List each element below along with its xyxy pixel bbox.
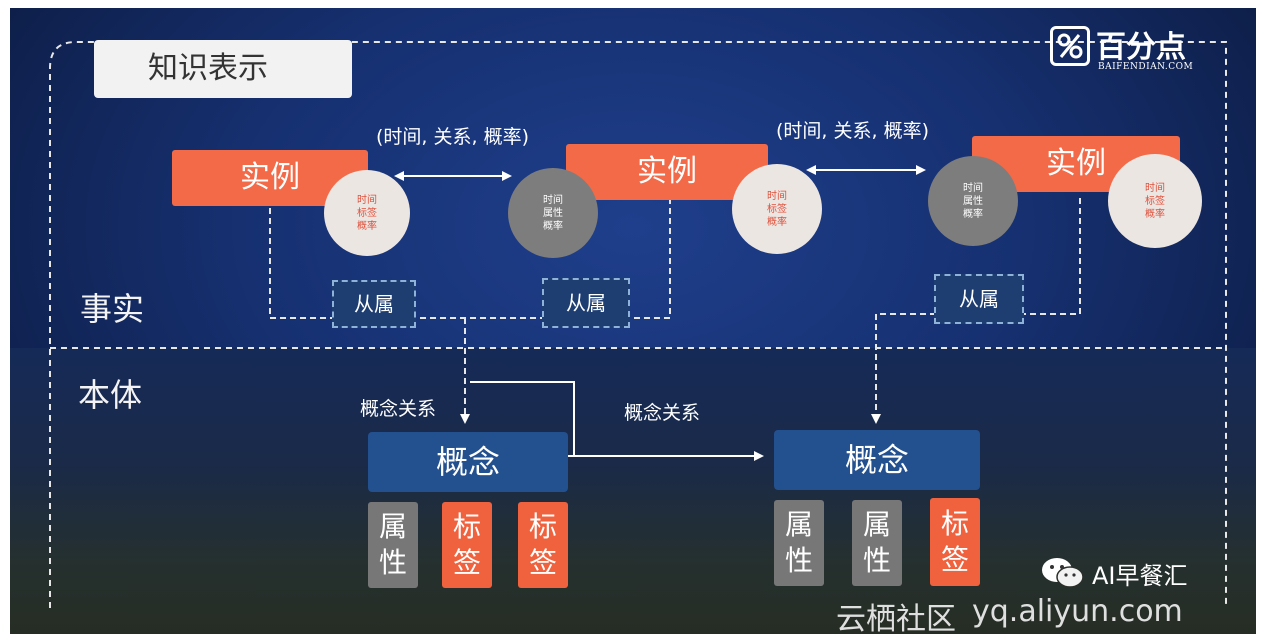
circle-1-line-3: 概率 [357,220,377,232]
circle-5-line-3: 概率 [1145,208,1165,220]
concept-right: 概念 [774,430,980,490]
instance-middle: 实例 [566,144,768,200]
circle-5-line-2: 标签 [1145,195,1165,207]
concept-self-loop [470,381,575,456]
attribute-circle-5: 时间 标签 概率 [1108,154,1202,248]
circle-2-line-3: 概率 [543,220,563,232]
right-box-1-text: 属性 [785,508,814,577]
brand-name: 百分点 [1096,30,1186,65]
right-attribute-box-1: 属性 [774,500,824,586]
instance-link-label-2: (时间, 关系, 概率) [776,120,929,142]
attribute-circle-1: 时间 标签 概率 [324,170,410,256]
slide-title: 知识表示 [94,40,352,98]
left-label-box-2: 标签 [518,502,568,588]
outer-dashed-frame [49,41,1227,608]
right-box-3-text: 标签 [941,507,970,576]
brand-logo: 百分点 BAIFENDIAN.COM [1050,22,1210,78]
left-box-3-text: 标签 [529,510,558,579]
ontology-label: 本体 [78,376,143,414]
left-box-1-char-1: 属性 [379,510,408,579]
circle-2-line-2: 属性 [543,207,563,219]
attribute-circle-4: 时间 属性 概率 [928,156,1018,246]
belongs-box-3: 从属 [934,274,1024,324]
wechat-account-name: AI早餐汇 [1092,562,1188,590]
right-label-box: 标签 [930,498,980,586]
percent-icon [1050,26,1090,66]
concept-left: 概念 [368,432,568,492]
circle-4-line-3: 概率 [963,208,983,220]
left-attribute-box: 属性 [368,502,418,588]
left-box-2-text: 标签 [453,510,482,579]
circle-5-line-1: 时间 [1145,182,1165,194]
circle-2-line-1: 时间 [543,194,563,206]
circle-4-line-1: 时间 [963,182,983,194]
circle-1-line-1: 时间 [357,194,377,206]
right-attribute-box-2: 属性 [852,500,902,586]
wechat-icon [1040,556,1086,590]
circle-3-line-2: 标签 [767,203,787,215]
site-watermark-cn: 云栖社区 [836,602,956,634]
attribute-circle-3: 时间 标签 概率 [732,164,822,254]
right-box-2-text: 属性 [863,508,892,577]
circle-1-line-2: 标签 [357,207,377,219]
circle-3-line-3: 概率 [767,216,787,228]
concept-relation-label-left: 概念关系 [360,398,437,420]
instance-link-label-1: (时间, 关系, 概率) [376,126,529,148]
circle-3-line-1: 时间 [767,190,787,202]
attribute-circle-2: 时间 属性 概率 [508,168,598,258]
ontology-background [10,348,1256,634]
circle-4-line-2: 属性 [963,195,983,207]
belongs-box-1: 从属 [332,280,416,328]
concept-relation-label-middle: 概念关系 [624,402,701,424]
slide: 知识表示 百分点 BAIFENDIAN.COM (时间, 关系, 概率) (时间… [10,8,1256,634]
belongs-box-2: 从属 [542,278,630,328]
left-label-box-1: 标签 [442,502,492,588]
fact-label: 事实 [80,290,145,328]
belongs-connector-right [871,198,1081,424]
connector-lines [49,41,1227,608]
brand-domain: BAIFENDIAN.COM [1098,62,1194,72]
site-watermark-url: yq.aliyun.com [972,594,1183,629]
